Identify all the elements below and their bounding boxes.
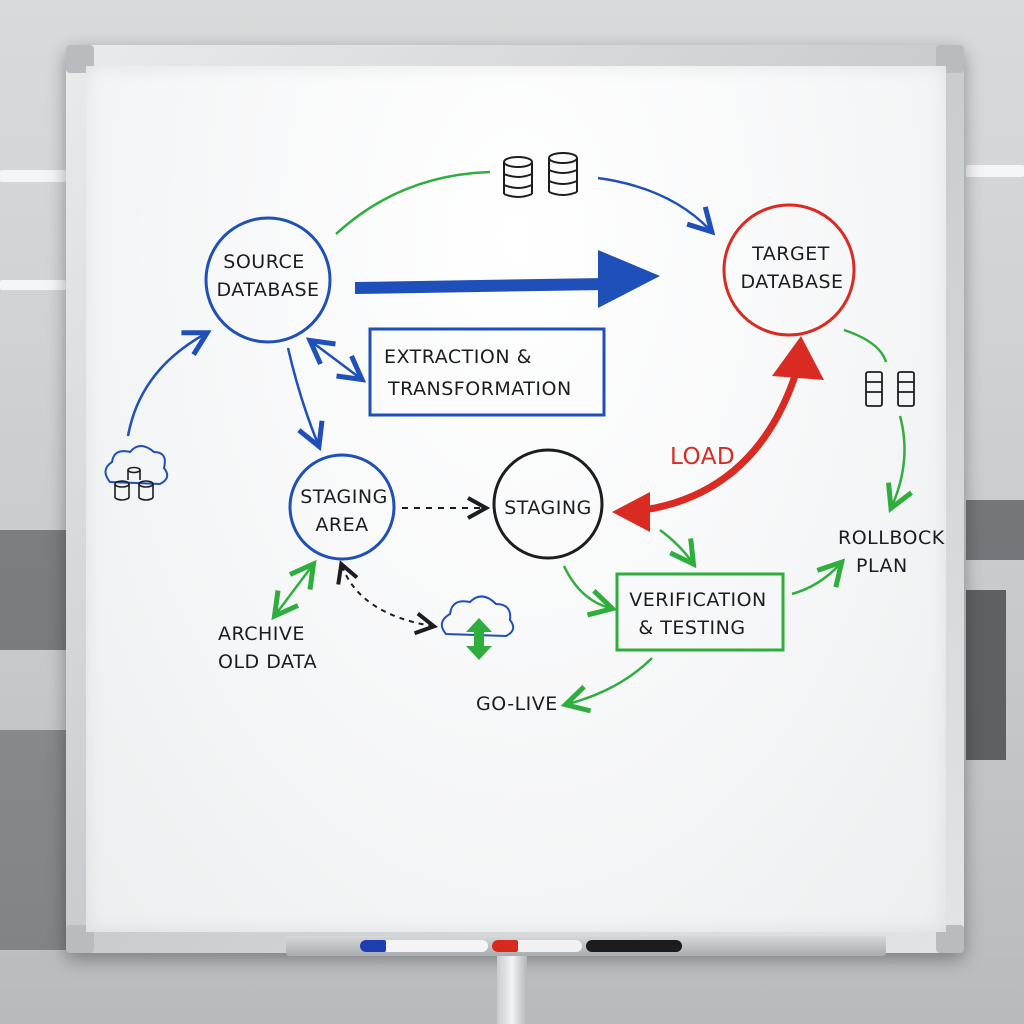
monitor-silhouette xyxy=(966,500,1024,560)
extraction-label-line2: TRANSFORMATION xyxy=(387,378,572,400)
cloud-to-source-arrow xyxy=(126,334,205,437)
staging-area-label-line2: AREA xyxy=(315,514,368,536)
blue-marker[interactable] xyxy=(360,940,488,952)
whiteboard-stand xyxy=(497,956,527,1024)
green-arc-to-icons xyxy=(335,170,491,235)
verification-label-line1: VERIFICATION xyxy=(629,589,767,611)
ceiling-light xyxy=(0,170,66,182)
monitor-silhouette xyxy=(966,590,1006,760)
archive-staging-arrow xyxy=(276,566,312,614)
monitor-silhouette xyxy=(0,530,66,650)
verification-testing-box: VERIFICATION & TESTING xyxy=(615,572,785,652)
extraction-label-line1: EXTRACTION & xyxy=(384,346,532,368)
ceiling-light xyxy=(0,280,66,290)
database-stack-icon xyxy=(503,152,578,198)
verification-label-line2: & TESTING xyxy=(638,617,745,639)
staging-node: STAGING xyxy=(492,448,604,560)
source-db-label-line2: DATABASE xyxy=(216,279,319,301)
staging-to-verification-arrow xyxy=(562,565,610,608)
source-to-staging-area-arrow xyxy=(286,347,318,444)
staging-area-node: STAGING AREA xyxy=(288,453,396,561)
extraction-transformation-box: EXTRACTION & TRANSFORMATION xyxy=(368,327,606,417)
archive-label-line1: ARCHIVE xyxy=(218,623,305,645)
source-database-node: SOURCE DATABASE xyxy=(204,216,332,344)
rollback-label-line1: ROLLBOCK xyxy=(838,527,945,549)
desk-silhouette xyxy=(0,730,66,950)
rollback-label-line2: PLAN xyxy=(856,555,908,577)
main-migration-arrow xyxy=(355,250,660,308)
cloud-sync-icon xyxy=(440,595,515,660)
red-marker[interactable] xyxy=(492,940,582,952)
staging-label: STAGING xyxy=(504,497,592,519)
target-db-label-line1: TARGET xyxy=(751,243,830,265)
staging-area-cloud-dashed-arrow xyxy=(342,566,432,626)
archive-label-line2: OLD DATA xyxy=(218,651,317,673)
cloud-database-icon xyxy=(104,445,169,501)
blue-arc-to-target xyxy=(597,176,710,230)
golive-label: GO-LIVE xyxy=(476,693,558,715)
servers-to-rollback-arrow xyxy=(892,415,905,506)
staging-area-label-line1: STAGING xyxy=(300,486,388,508)
load-label: LOAD xyxy=(670,444,735,470)
whiteboard-surface xyxy=(86,66,946,932)
load-to-verification-arrow xyxy=(659,529,692,562)
server-icon xyxy=(865,371,915,407)
ceiling-light xyxy=(966,165,1024,177)
target-to-servers-line xyxy=(843,328,888,363)
verification-to-golive-arrow xyxy=(568,657,653,704)
target-db-label-line2: DATABASE xyxy=(740,271,843,293)
black-marker[interactable] xyxy=(586,940,682,952)
target-database-node: TARGET DATABASE xyxy=(722,203,856,337)
verification-to-rollback-arrow xyxy=(791,564,840,596)
source-extraction-arrow xyxy=(312,342,360,378)
load-arrow xyxy=(612,336,824,532)
source-db-label-line1: SOURCE xyxy=(223,251,304,273)
